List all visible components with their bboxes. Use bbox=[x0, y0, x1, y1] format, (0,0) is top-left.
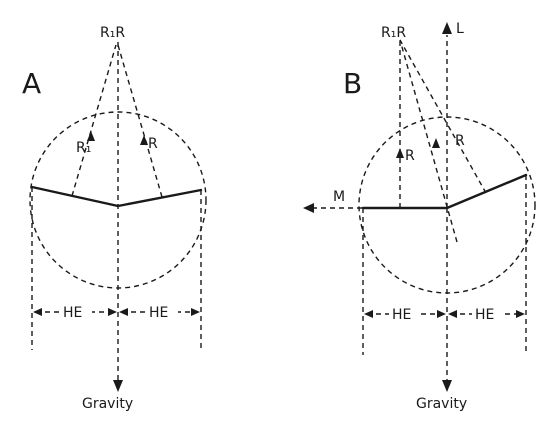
panel-b-force-arrow-2 bbox=[432, 138, 440, 148]
panel-a-he-right-arrow-end bbox=[191, 308, 200, 316]
panel-a-gravity-arrow bbox=[113, 380, 123, 392]
panel-a-label: A bbox=[22, 67, 41, 100]
panel-a: A R₁ R R₁R Gravity HE HE bbox=[22, 25, 207, 412]
panel-a-he-right-label: HE bbox=[149, 305, 168, 321]
panel-a-he-left-arrow-start bbox=[33, 308, 42, 316]
panel-b-force-label-2: R bbox=[455, 133, 465, 149]
panel-a-he-right-arrow-start bbox=[119, 308, 128, 316]
panel-a-left-force-arrow bbox=[87, 131, 95, 141]
panel-b-he-right-label: HE bbox=[475, 307, 494, 323]
panel-b-m-label: M bbox=[333, 189, 345, 205]
panel-b-chord bbox=[361, 173, 528, 210]
panel-b: B R R R₁R L M Gravity bbox=[303, 21, 536, 412]
panel-b-l-arrow bbox=[442, 22, 452, 34]
panel-a-top-label: R₁R bbox=[100, 25, 125, 41]
panel-a-he-left-arrow-end bbox=[108, 308, 117, 316]
panel-a-chord bbox=[30, 185, 203, 208]
panel-b-he-left-arrow-end bbox=[437, 310, 446, 318]
panel-b-m-arrow bbox=[303, 203, 314, 213]
panel-b-l-label: L bbox=[456, 21, 464, 37]
panel-a-he-left-label: HE bbox=[63, 305, 82, 321]
panel-b-right-convergence-line bbox=[399, 39, 487, 194]
panel-b-force-arrow-1 bbox=[396, 148, 404, 158]
panel-a-left-convergence-line bbox=[71, 44, 117, 197]
panel-a-he-right-bg bbox=[146, 302, 178, 320]
panel-b-top-label: R₁R bbox=[381, 25, 406, 41]
panel-b-gravity-label: Gravity bbox=[416, 396, 467, 412]
panel-a-right-force-arrow bbox=[140, 135, 148, 145]
panel-b-force-label-1: R bbox=[405, 148, 415, 164]
panel-a-right-force-label: R bbox=[148, 136, 158, 152]
panel-b-long-diagonal-line bbox=[399, 39, 458, 243]
panel-b-label: B bbox=[343, 67, 362, 100]
panel-a-left-force-label: R₁ bbox=[76, 140, 91, 156]
panel-b-he-left-bg bbox=[389, 304, 421, 322]
panel-b-he-right-bg bbox=[472, 304, 504, 322]
panel-a-he-left-bg bbox=[60, 302, 92, 320]
panel-b-gravity-arrow bbox=[442, 380, 452, 392]
panel-b-he-right-arrow-end bbox=[516, 310, 525, 318]
panel-b-he-left-arrow-start bbox=[364, 310, 373, 318]
panel-a-gravity-label: Gravity bbox=[82, 396, 133, 412]
panel-b-he-left-label: HE bbox=[392, 307, 411, 323]
panel-b-he-right-arrow-start bbox=[448, 310, 457, 318]
